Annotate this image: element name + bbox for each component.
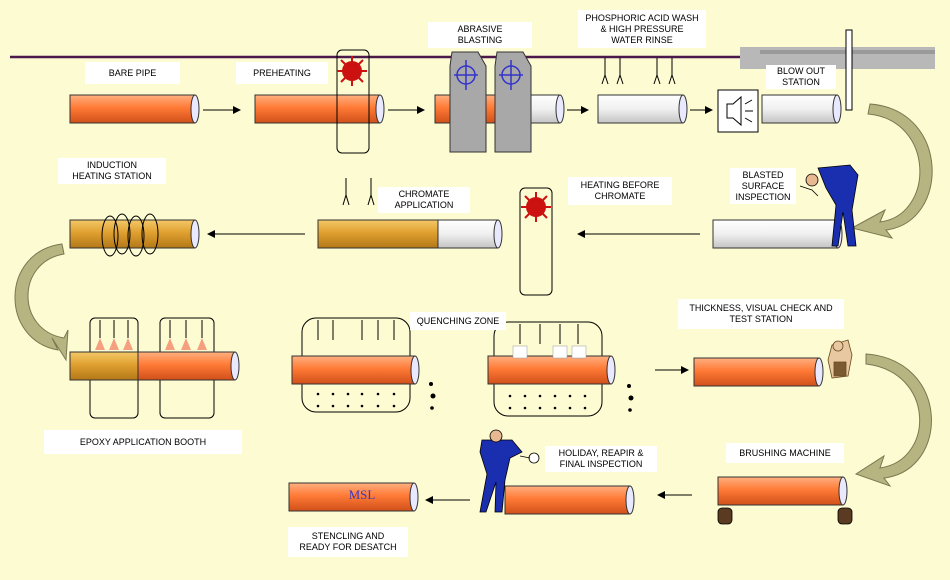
flow-curve-arrow-2: [14, 243, 69, 362]
blaster-left: [449, 51, 487, 153]
spray-nozzles-wash: [601, 58, 676, 85]
label-abrasive-blasting: ABRASIVE BLASTING: [428, 22, 532, 48]
epoxy-spray-plumes: [95, 338, 207, 350]
flow-curve-arrow-3: [854, 353, 932, 488]
flow-curve-arrow-1: [850, 103, 933, 239]
pipe-bare: [69, 94, 200, 124]
pipe-quench-1: [291, 355, 420, 385]
label-holiday-inspection: HOLIDAY, REAPIR & FINAL INSPECTION: [545, 446, 657, 472]
quench-drops-2: [508, 384, 634, 412]
label-epoxy-booth: EPOXY APPLICATION BOOTH: [44, 430, 242, 454]
blower-icon: [717, 89, 759, 133]
tester-worker-icon: [827, 339, 853, 379]
label-blasted-surface: BLASTED SURFACE INSPECTION: [730, 168, 796, 204]
pipe-chromate: [317, 219, 503, 249]
pipe-holiday: [504, 485, 635, 515]
label-chromate-application: CHROMATE APPLICATION: [378, 187, 470, 213]
final-inspector-worker-icon: [479, 429, 540, 513]
quench-drops-1: [316, 382, 436, 410]
label-preheating: PREHEATING: [236, 62, 328, 84]
quench-caps-2: [512, 345, 587, 359]
pipe-blowout: [761, 94, 842, 124]
label-quenching-zone: QUENCHING ZONE: [410, 312, 506, 330]
pipe-blasted-inspection: [712, 219, 843, 249]
pipe-induction: [69, 219, 200, 249]
heater-icon: [337, 56, 367, 86]
preheat-coil-frame: [336, 49, 370, 154]
label-heating-before-chromate: HEATING BEFORE CHROMATE: [568, 177, 672, 205]
label-blow-out: BLOW OUT STATION: [766, 65, 836, 89]
pipe-stenciling: [288, 482, 419, 512]
induction-coil-icon: [101, 213, 159, 257]
pipe-quench-2: [487, 355, 616, 385]
pipe-brushing: [717, 476, 848, 506]
label-brushing-machine: BRUSHING MACHINE: [726, 443, 844, 463]
inspector-worker-icon: [799, 164, 859, 247]
epoxy-spray-guns: [99, 320, 203, 338]
pipe-epoxy: [69, 351, 240, 381]
chromate-heater-frame: [519, 187, 553, 296]
pipe-preheating: [254, 94, 385, 124]
label-bare-pipe: BARE PIPE: [85, 62, 180, 84]
heater-icon: [521, 192, 551, 222]
stencil-mark-text: MSL: [348, 487, 376, 502]
quench-nozzles-2: [519, 324, 579, 344]
pipe-thickness: [693, 357, 824, 387]
pipe-wash: [597, 94, 688, 124]
label-induction-heating: INDUCTION HEATING STATION: [58, 158, 166, 184]
brush-rollers-icon: [717, 507, 853, 525]
blow-out-stack: [845, 29, 853, 111]
label-phosphoric-wash: PHOSPHORIC ACID WASH & HIGH PRESSURE WAT…: [578, 10, 706, 48]
label-stenciling: STENCLING AND READY FOR DESATCH: [288, 527, 408, 557]
spray-nozzles-chromate: [342, 178, 375, 206]
quench-nozzles-1: [317, 320, 395, 340]
blaster-right: [494, 51, 532, 153]
label-thickness-check: THICKNESS, VISUAL CHECK AND TEST STATION: [678, 299, 844, 329]
